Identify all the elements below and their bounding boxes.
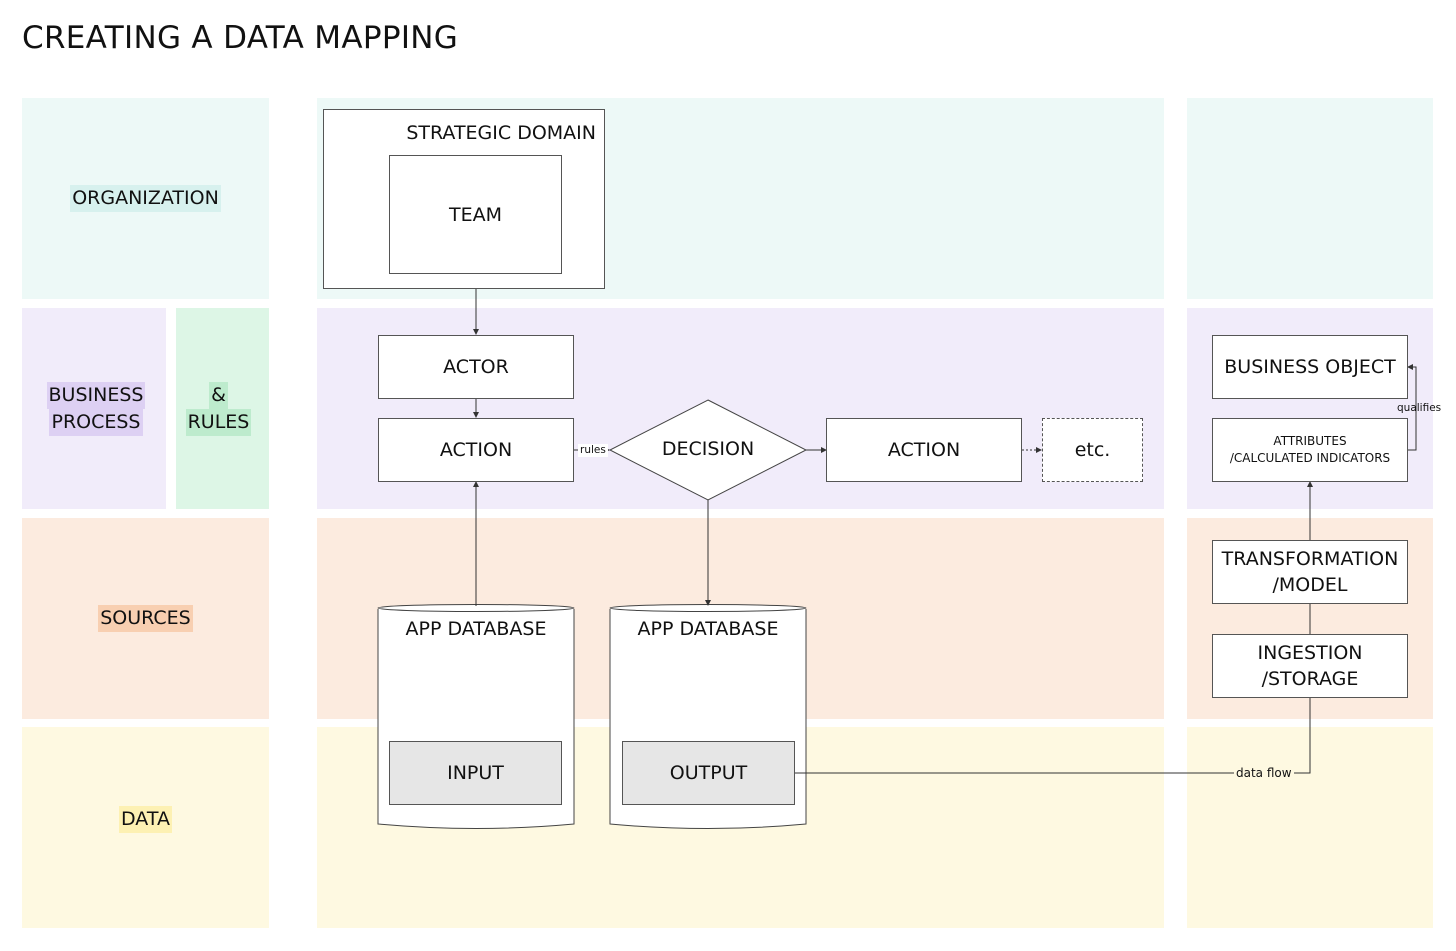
ingestion-box: INGESTION /STORAGE: [1212, 634, 1408, 698]
actor-label: ACTOR: [443, 356, 509, 378]
lane-label-data: DATA: [22, 727, 269, 912]
app-database-right-label: APP DATABASE: [637, 618, 779, 640]
ingestion-label-line1: INGESTION: [1257, 642, 1363, 664]
lane-label-business-process: BUSINESS PROCESS: [22, 308, 170, 509]
business-object-box: BUSINESS OBJECT: [1212, 335, 1408, 399]
data-label: DATA: [119, 806, 172, 833]
etc-label: etc.: [1074, 439, 1111, 461]
app-database-left-label: APP DATABASE: [405, 618, 547, 640]
team-box: TEAM: [389, 155, 562, 274]
ingestion-label-line2: /STORAGE: [1261, 668, 1359, 690]
transformation-label-line2: /MODEL: [1272, 574, 1348, 596]
etc-box: etc.: [1042, 418, 1143, 482]
output-label: OUTPUT: [669, 762, 748, 784]
transformation-box: TRANSFORMATION /MODEL: [1212, 540, 1408, 604]
sources-label: SOURCES: [98, 605, 193, 632]
lane-label-organization: ORGANIZATION: [22, 98, 269, 299]
attributes-label-line1: ATTRIBUTES: [1273, 434, 1347, 448]
business-label: BUSINESS: [46, 381, 146, 409]
process-label: PROCESS: [49, 408, 143, 436]
actor-box: ACTOR: [378, 335, 574, 399]
action-right-box: ACTION: [826, 418, 1022, 482]
lane-label-rules: & RULES: [176, 308, 261, 509]
page-title: CREATING A DATA MAPPING: [22, 20, 459, 56]
ampersand-label: &: [209, 381, 228, 409]
input-box: INPUT: [389, 741, 562, 805]
lane-label-sources: SOURCES: [22, 518, 269, 719]
action-left-box: ACTION: [378, 418, 574, 482]
decision-label: DECISION: [661, 438, 755, 460]
input-label: INPUT: [447, 762, 504, 784]
output-box: OUTPUT: [622, 741, 795, 805]
transformation-label-line1: TRANSFORMATION: [1221, 548, 1399, 570]
attributes-box: ATTRIBUTES /CALCULATED INDICATORS: [1212, 418, 1408, 482]
business-object-label: BUSINESS OBJECT: [1224, 356, 1396, 378]
strategic-domain-label: STRATEGIC DOMAIN: [406, 122, 596, 144]
action-right-label: ACTION: [887, 439, 961, 461]
data-flow-edge-label: data flow: [1234, 766, 1294, 781]
lane-data-right: [1187, 727, 1433, 928]
team-label: TEAM: [448, 203, 502, 226]
rules-edge-label: rules: [578, 444, 608, 457]
attributes-label-line2: /CALCULATED INDICATORS: [1229, 451, 1391, 465]
action-left-label: ACTION: [439, 439, 513, 461]
lane-organization-right: [1187, 98, 1433, 299]
organization-label: ORGANIZATION: [70, 185, 221, 212]
qualifies-edge-label: qualifies: [1397, 402, 1442, 414]
rules-label: RULES: [185, 408, 252, 436]
